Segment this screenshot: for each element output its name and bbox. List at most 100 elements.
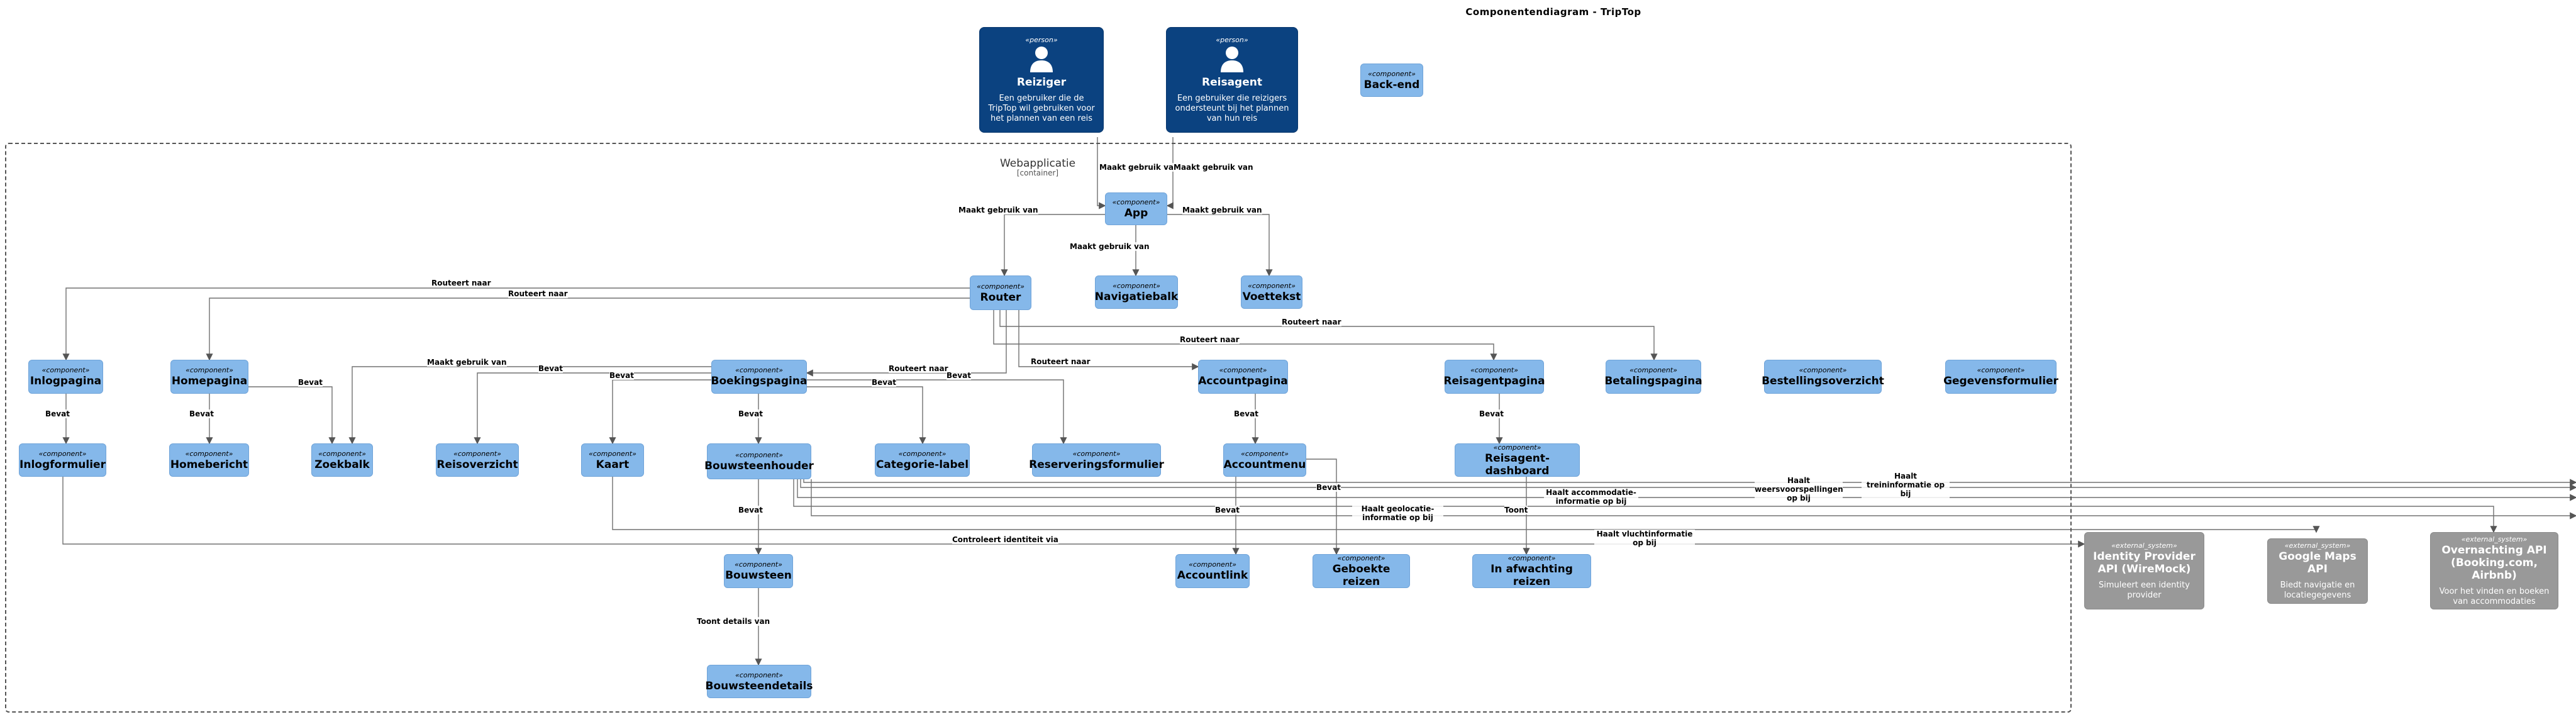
edge-label: Bevat [1215,506,1240,514]
component-name: App [1124,207,1148,220]
edge-label: Haalt geolocatie-informatie op bij [1352,504,1443,522]
edge-label: Haalt weersvoorspellingen op bij [1755,476,1843,503]
component-app[interactable]: «component» App [1105,192,1167,225]
edge-accountmenu-geboekt [1297,459,1340,555]
component-name: Zoekbalk [314,458,370,471]
stereotype: «person» [1216,36,1248,44]
edge-home-zoekbalk [248,386,336,445]
person-reiziger[interactable]: «person» Reiziger Een gebruiker die de T… [979,27,1104,133]
person-reisagent[interactable]: «person» Reisagent Een gebruiker die rei… [1166,27,1298,133]
edge-router-betalingspagina [999,310,1658,361]
component-accountpagina[interactable]: «component» Accountpagina [1198,360,1288,394]
component-inlogformulier[interactable]: «component» Inlogformulier [19,443,106,477]
container-boundary [5,143,2072,713]
edge-router-homepagina [206,297,970,361]
component-name: In afwachting reizen [1491,563,1573,588]
edge-label: Toont details van [697,617,770,626]
edge-kaart-toont [612,477,2320,533]
edge-router-accountpagina [1018,310,1199,370]
component-homepagina[interactable]: «component» Homepagina [170,360,248,394]
component-name: Categorie-label [875,458,969,471]
external-overnachting[interactable]: «external_system» Overnachting API (Book… [2430,532,2558,609]
edge-label: Routeert naar [889,364,948,373]
stereotype: «component» [1799,366,1847,374]
stereotype: «person» [1025,36,1058,44]
edge-label: Bevat [1234,409,1258,418]
stereotype: «component» [1112,198,1160,206]
component-accountmenu[interactable]: «component» Accountmenu [1223,443,1306,477]
boundary-title: Webapplicatie [999,157,1076,170]
edge-houder-vlucht [811,479,2576,520]
component-geboektereizen[interactable]: «component» Geboekte reizen [1313,554,1410,588]
edge-label: Haalt accommodatie-informatie op bij [1544,488,1638,506]
component-name: Reisagentpagina [1443,375,1545,387]
component-backend[interactable]: «component» Back-end [1360,64,1423,97]
stereotype: «component» [735,560,782,569]
component-kaart[interactable]: «component» Kaart [581,443,644,477]
component-inafwachting[interactable]: «component» In afwachting reizen [1472,554,1591,588]
edge-label: Bevat [538,364,563,373]
stereotype: «component» [589,449,636,458]
stereotype: «external_system» [2111,541,2177,550]
component-reserveringsformulier[interactable]: «component» Reserveringsformulier [1029,443,1164,477]
component-homebericht[interactable]: «component» Homebericht [169,443,249,477]
external-gmaps[interactable]: «external_system» Google Maps API Biedt … [2267,538,2368,604]
component-inlogpagina[interactable]: «component» Inlogpagina [28,360,103,394]
external-name: Google Maps API [2279,550,2357,575]
component-bouwsteen[interactable]: «component» Bouwsteen [724,554,793,588]
edge-app-router [1001,214,1105,277]
component-accountlink[interactable]: «component» Accountlink [1175,554,1250,588]
edge-label: Bevat [872,378,896,387]
component-name: Accountpagina [1198,375,1288,387]
component-name: Gegevensformulier [1943,375,2058,387]
diagram-title: Componentendiagram - TripTop [1465,6,1641,18]
stereotype: «component» [318,449,366,458]
external-name: Identity Provider API (WireMock) [2093,550,2196,575]
component-betalingspagina[interactable]: «component» Betalingspagina [1604,360,1702,394]
component-router[interactable]: «component» Router [970,275,1031,310]
edge-label: Bevat [298,378,323,387]
component-bestellingsoverzicht[interactable]: «component» Bestellingsoverzicht [1762,360,1884,394]
stereotype: «component» [453,449,501,458]
stereotype: «component» [1493,443,1541,452]
component-reisagentdashboard[interactable]: «component» Reisagent-dashboard [1455,443,1580,477]
stereotype: «component» [735,670,783,679]
stereotype: «component» [898,449,947,458]
component-voettekst[interactable]: «component» Voettekst [1241,275,1302,309]
stereotype: «component» [1368,69,1416,78]
external-idp[interactable]: «external_system» Identity Provider API … [2084,532,2204,609]
component-name: Reserveringsformulier [1029,458,1164,471]
component-categorielabel[interactable]: «component» Categorie-label [875,443,970,477]
component-navigatiebalk[interactable]: «component» Navigatiebalk [1095,275,1178,309]
component-reisagentpagina[interactable]: «component» Reisagentpagina [1443,360,1545,394]
edge-reisagent-app [1166,137,1174,209]
component-zoekbalk[interactable]: «component» Zoekbalk [311,443,373,477]
edge-label: Bevat [189,409,214,418]
stereotype: «component» [185,449,233,458]
component-name: Accountmenu [1223,458,1306,471]
edge-label: Bevat [609,371,634,380]
person-description: Een gebruiker die reizigers ondersteunt … [1175,94,1289,123]
stereotype: «component» [1507,554,1556,562]
component-boekingspagina[interactable]: «component» Boekingspagina [711,360,807,394]
edge-label: Bevat [45,409,70,418]
edge-label: Toont [1504,506,1528,514]
external-name: Overnachting API (Booking.com, Airbnb) [2441,543,2547,582]
edge-router-boekingspagina [806,310,1007,377]
external-description: Simuleert een identity provider [2099,580,2190,600]
component-bouwsteenhouder[interactable]: «component» Bouwsteenhouder [704,443,814,479]
component-bouwsteendetails[interactable]: «component» Bouwsteendetails [706,665,813,698]
stereotype: «component» [1219,366,1267,374]
component-gegevensformulier[interactable]: «component» Gegevensformulier [1943,360,2058,394]
external-description: Voor het vinden en boeken van accommodat… [2439,586,2550,606]
edge-label: Bevat [738,409,763,418]
edge-app-voettekst [1167,214,1273,277]
component-name: Homebericht [170,458,248,471]
edge-inlog-idp [62,477,2085,548]
component-name: Inlogpagina [30,375,102,387]
edge-label: Routeert naar [1180,335,1240,344]
component-name: Router [980,291,1021,304]
component-name: Back-end [1363,78,1420,91]
component-name: Homepagina [171,375,248,387]
component-reisoverzicht[interactable]: «component» Reisoverzicht [436,443,519,477]
